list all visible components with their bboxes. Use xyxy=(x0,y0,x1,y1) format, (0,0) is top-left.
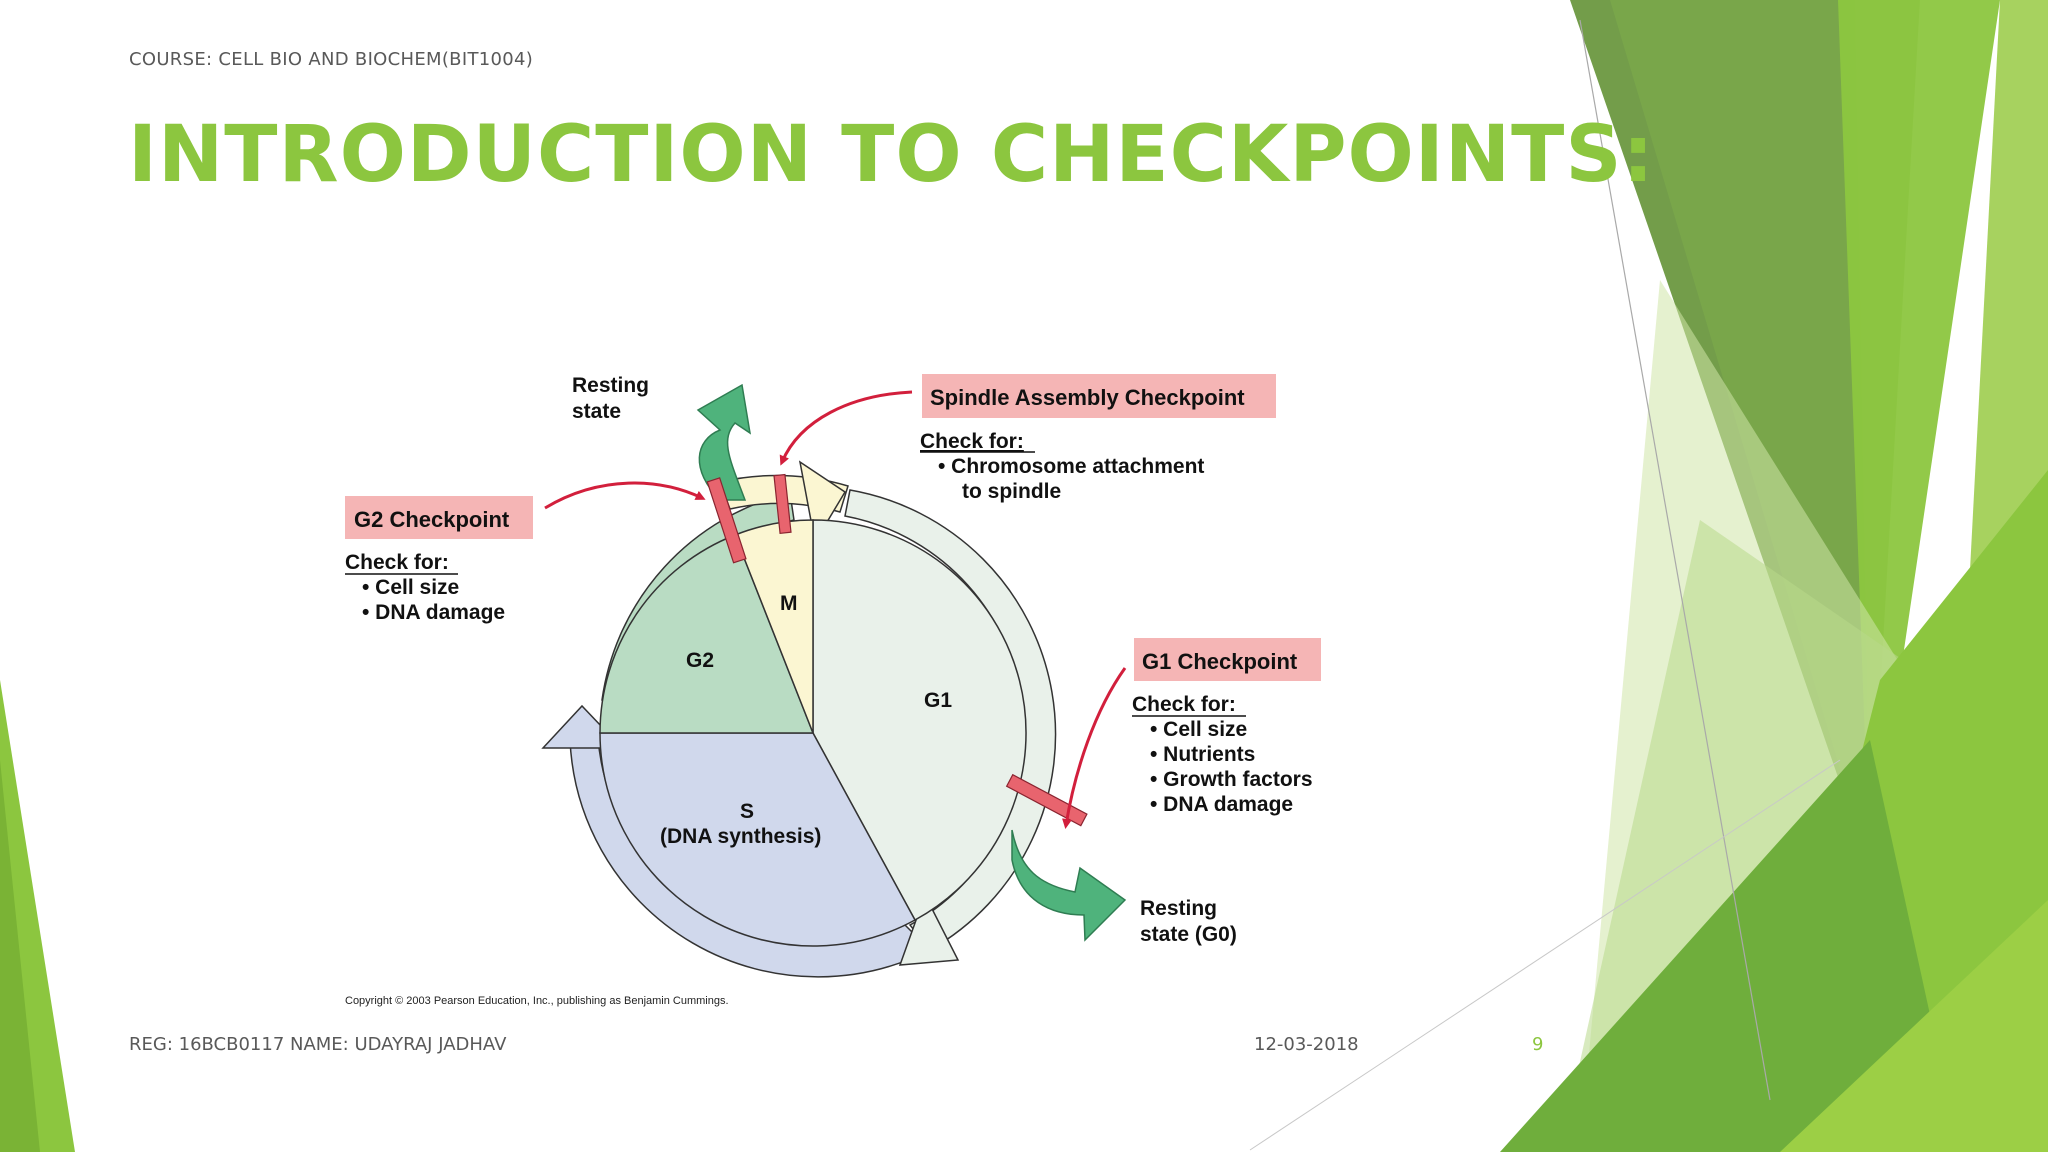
g1-checkpoint-callout: G1 Checkpoint Check for: • Cell size • N… xyxy=(1132,638,1321,816)
spindle-checkpoint-callout: Spindle Assembly Checkpoint Check for: •… xyxy=(920,374,1276,503)
resting-label-top: Resting xyxy=(572,374,649,397)
g1-check-item: • Growth factors xyxy=(1150,768,1313,791)
decor-line xyxy=(1579,19,1771,1101)
spindle-check-for: Check for: xyxy=(920,430,1024,453)
slide-title: INTRODUCTION TO CHECKPOINTS: xyxy=(128,110,1655,200)
resting-label-top-2: state xyxy=(572,400,621,423)
g1-check-item: • Nutrients xyxy=(1150,743,1255,766)
footer-student-info: REG: 16BCB0117 NAME: UDAYRAJ JADHAV xyxy=(129,1034,507,1055)
resting-arrow-top xyxy=(696,383,752,501)
g1-check-for: Check for: xyxy=(1132,693,1236,716)
phase-label-s-sub: (DNA synthesis) xyxy=(660,825,821,848)
resting-label-g0-2: state (G0) xyxy=(1140,923,1237,946)
phase-s xyxy=(599,732,917,947)
page-number: 9 xyxy=(1532,1034,1544,1055)
cell-cycle-pie xyxy=(599,519,1027,947)
phase-g1 xyxy=(812,519,1027,922)
g2-check-item: • Cell size xyxy=(362,576,459,599)
g2-check-item: • DNA damage xyxy=(362,601,505,624)
copyright-note: Copyright © 2003 Pearson Education, Inc.… xyxy=(345,995,729,1007)
arrowhead-g1 xyxy=(898,893,960,966)
g2-checkpoint-callout: G2 Checkpoint Check for: • Cell size • D… xyxy=(345,496,533,624)
g2-check-for: Check for: xyxy=(345,551,449,574)
g1-check-item: • DNA damage xyxy=(1150,793,1293,816)
decor-line xyxy=(1249,759,1841,1151)
spindle-pointer-arrow xyxy=(779,390,913,466)
decor-triangle xyxy=(1500,740,1960,1152)
g2-checkpoint-label-bg xyxy=(345,496,533,539)
spindle-check-item-2: to spindle xyxy=(962,480,1061,503)
spindle-checkpoint-title: Spindle Assembly Checkpoint xyxy=(930,385,1245,410)
spindle-checkpoint-label-bg xyxy=(922,374,1276,418)
g1-checkpoint-title: G1 Checkpoint xyxy=(1142,649,1298,674)
phase-label-g1: G1 xyxy=(924,689,952,712)
phase-label-m: M xyxy=(780,592,798,615)
spindle-checkpoint-bar xyxy=(773,473,792,535)
phase-g2 xyxy=(599,534,815,734)
g2-checkpoint-title: G2 Checkpoint xyxy=(354,507,510,532)
g1-checkpoint-label-bg xyxy=(1134,638,1321,681)
resting-arrow-g0 xyxy=(1011,829,1127,942)
g1-pointer-arrow xyxy=(1062,667,1127,829)
course-label: COURSE: CELL BIO AND BIOCHEM(BIT1004) xyxy=(129,49,534,70)
resting-label-g0: Resting xyxy=(1140,897,1217,920)
spindle-check-item: • Chromosome attachment xyxy=(938,455,1204,478)
phase-label-g2: G2 xyxy=(686,649,714,672)
g1-check-item: • Cell size xyxy=(1150,718,1247,741)
g2-pointer-arrow xyxy=(544,481,706,510)
footer-date: 12-03-2018 xyxy=(1254,1034,1359,1055)
phase-label-s: S xyxy=(740,800,754,823)
g2-checkpoint-bar xyxy=(706,477,747,564)
decor-triangle-left xyxy=(0,760,40,1152)
decor-triangle xyxy=(1780,900,2048,1152)
